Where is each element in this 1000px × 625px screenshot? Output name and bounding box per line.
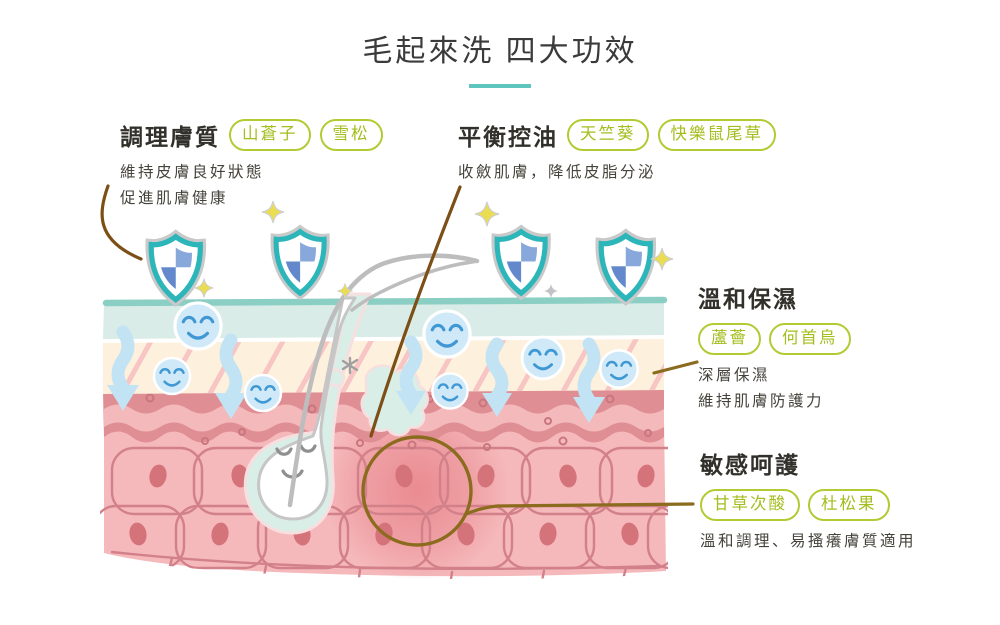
page-title: 毛起來洗 四大功效 [362,35,638,68]
protection-shields [150,230,652,302]
water-drop-smiley-icon [520,335,566,381]
water-drop-smiley-icon [599,349,639,389]
section-heading: 調理膚質 [120,125,220,150]
ingredient-tag: 快樂鼠尾草 [657,118,776,152]
section-description-line: 深層保濕 [698,367,771,385]
sparkle-icon [474,201,500,227]
water-drop-smiley-icon [243,373,283,413]
section-description-line: 溫和調理、易搔癢膚質適用 [700,533,917,551]
follicle-bulb [257,296,357,521]
water-drop-smiley-icon [422,309,472,359]
shield-icon [275,230,326,296]
hair-strand [287,253,480,508]
annotations [100,184,699,547]
water-drop-smiley-icon [152,356,192,396]
epidermis-surface-line [102,296,668,307]
ingredient-tag: 天竺葵 [567,118,649,152]
connector-line-sensitive [464,502,695,516]
water-drop-smiley-icon [173,301,223,351]
stratum-corneum-layer [103,303,664,339]
ingredient-tag: 杜松果 [808,489,890,522]
absorb-arrow-icon [573,337,605,423]
connector-line-moisture [652,360,699,375]
sparkle-icon [543,283,559,299]
absorb-arrows [107,325,605,423]
section-description-line: 收斂肌膚，降低皮脂分泌 [458,164,657,181]
section-oil-control: 平衡控油 天竺葵 快樂鼠尾草 收斂肌膚，降低皮脂分泌 [458,118,776,186]
ingredient-tag: 甘草次酸 [700,489,800,522]
section-sensitive-care: 敏感呵護 甘草次酸 杜松果 溫和調理、易搔癢膚質適用 [700,446,916,555]
section-heading: 平衡控油 [458,125,558,150]
sensitive-area-circle [361,435,473,547]
pores [145,393,652,451]
absorb-arrow-icon [482,337,512,417]
connector-line-conditioning [100,184,143,261]
ingredient-tag: 雪松 [319,118,383,152]
skin-layers [100,296,668,580]
water-drop-smiley-icon [431,372,469,410]
section-description-line: 維持肌膚防護力 [698,392,825,410]
section-description-line: 維持皮膚良好狀態 [120,164,265,181]
absorb-arrow-icon [107,325,139,411]
ingredient-tag: 何首烏 [769,323,851,356]
section-description-line: 促進肌膚健康 [120,189,229,207]
shield-icon [150,235,202,302]
ingredient-tag: 蘆薈 [698,323,761,356]
connector-line-oil-control [369,185,462,438]
irritation-mark-icon [341,356,359,375]
section-skin-conditioning: 調理膚質 山蒼子 雪松 維持皮膚良好狀態 促進肌膚健康 [120,118,383,211]
absorb-arrow-icon [215,333,247,419]
section-gentle-moisture: 溫和保濕 蘆薈 何首烏 深層保濕 維持肌膚防護力 [698,280,851,414]
shield-icon [600,234,652,301]
title-divider [469,84,531,88]
absorb-arrow-icon [396,335,426,415]
section-heading: 溫和保濕 [698,287,798,312]
section-heading: 敏感呵護 [700,453,800,478]
ingredient-tag: 山蒼子 [229,118,311,152]
shield-icon [496,230,547,296]
